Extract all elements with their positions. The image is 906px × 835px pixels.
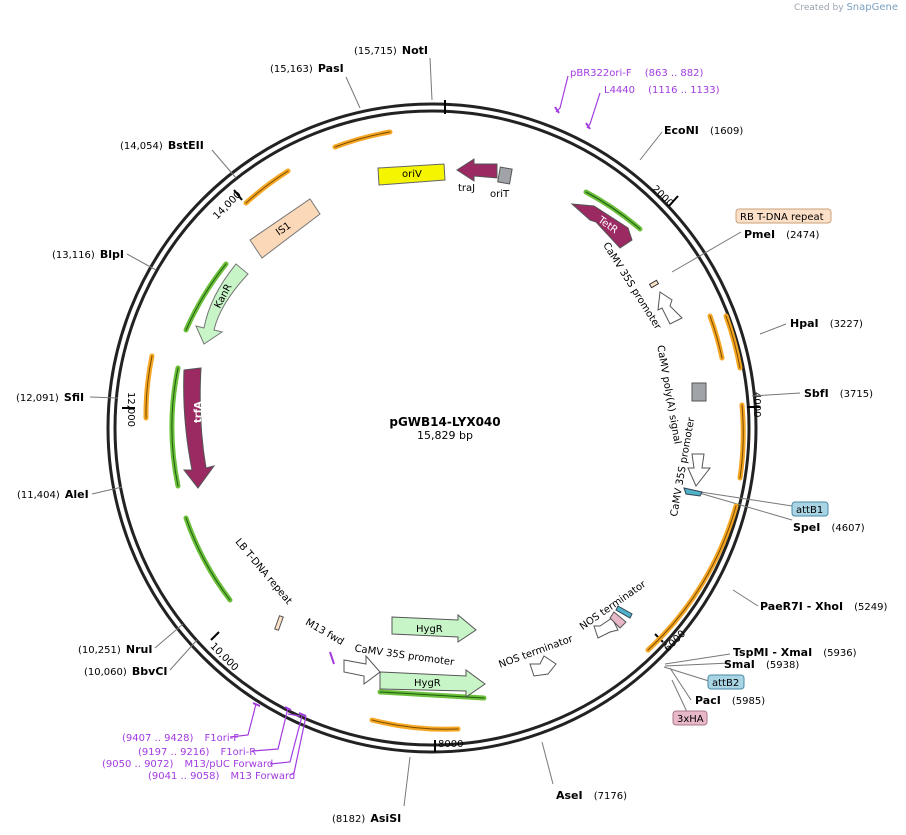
feature-oriV: oriV — [377, 163, 446, 186]
feature-HygR-2: HygR — [379, 669, 486, 698]
feature-IS1: IS1 — [249, 198, 321, 259]
plasmid-length: 15,829 bp — [417, 429, 473, 442]
site-SmaI: SmaI (5938) — [724, 653, 799, 672]
svg-text:HygR: HygR — [416, 624, 443, 635]
feature-camv-polyA: CaMV poly(A) signal — [654, 344, 707, 445]
svg-text:traJ: traJ — [458, 183, 475, 194]
svg-text:HygR: HygR — [414, 678, 441, 689]
site-SfiI: (12,091) SfiI — [16, 386, 84, 405]
site-TspMI-XmaI: TspMI - XmaI (5936) — [733, 641, 857, 660]
snapgene-credit: Created by SnapGene — [794, 2, 898, 13]
tick-10000 — [210, 631, 220, 641]
primer-marks — [252, 106, 591, 717]
site-EcoNI: EcoNI (1609) — [664, 119, 743, 138]
feature-TetR: TetR — [570, 203, 633, 249]
feature-nos-terminator-2: NOS terminator — [497, 633, 575, 677]
primer-M13-Forward: (9041 .. 9058) M13 Forward — [148, 764, 295, 783]
tick-2000 — [668, 195, 679, 207]
feature-KanR: KanR — [195, 263, 249, 345]
svg-text:oriT: oriT — [490, 189, 510, 200]
label-box-3xHA: 3xHA — [672, 710, 708, 726]
primer-M13pUC-Forward: (9050 .. 9072) M13/pUC Forward — [102, 752, 273, 771]
primer-F1ori-R: (9197 .. 9216) F1ori-R — [138, 740, 256, 759]
plasmid-name: pGWB14-LYX040 — [389, 415, 500, 429]
site-NotI: (15,715) NotI — [354, 39, 428, 58]
tick-14000 — [233, 189, 243, 201]
site-HpaI: HpaI (3227) — [790, 312, 863, 331]
svg-text:LB T-DNA repeat: LB T-DNA repeat — [233, 537, 294, 607]
site-SbfI: SbfI (3715) — [804, 382, 873, 401]
feature-oriT: oriT — [490, 166, 513, 200]
site-PaeR7I-XhoI: PaeR7I - XhoI (5249) — [760, 595, 888, 614]
site-PacI: PacI (5985) — [695, 689, 765, 708]
svg-text:trfA: trfA — [193, 401, 204, 423]
feature-HygR-1: HygR — [391, 613, 477, 643]
tick-label-12000: 12,000 — [125, 392, 136, 427]
site-AsiSI: (8182) AsiSI — [332, 807, 401, 826]
svg-text:CaMV poly(A) signal: CaMV poly(A) signal — [654, 344, 682, 445]
feature-trfA: trfA — [182, 367, 216, 489]
site-SpeI: SpeI (4607) — [793, 516, 865, 535]
backbone-inner-ring — [113, 109, 751, 747]
svg-text:attB1: attB1 — [796, 505, 823, 516]
feature-LB-T-DNA-repeat: LB T-DNA repeat — [233, 537, 294, 631]
primer-F1ori-F: (9407 .. 9428) F1ori-F — [122, 726, 239, 745]
orf-green-arcs — [169, 189, 643, 701]
backbone-outer-ring — [106, 102, 758, 754]
primer-L4440: L4440 (1116 .. 1133) — [604, 78, 720, 97]
tick-label-8000: 8000 — [438, 739, 463, 750]
site-PasI: (15,163) PasI — [270, 57, 344, 76]
label-box-attB2: attB2 — [707, 674, 745, 690]
site-PmeI: PmeI (2474) — [744, 223, 820, 242]
site-AleI: (11,404) AleI — [17, 483, 89, 502]
feature-M13-fwd-label: M13 fwd — [303, 617, 345, 648]
svg-text:3xHA: 3xHA — [677, 714, 704, 725]
feature-RB-T-DNA-repeat — [648, 279, 660, 289]
site-BbvCI: (10,060) BbvCI — [84, 660, 168, 679]
label-box-RB-T-DNA-repeat: RB T-DNA repeat — [735, 208, 832, 224]
tick-label-4000: 4000 — [751, 392, 762, 417]
primer-pBR322ori-F: pBR322ori-F (863 .. 882) — [570, 61, 704, 80]
feature-nos-terminator-1: NOS terminator — [578, 578, 649, 639]
snapgene-logo: SnapGene — [846, 2, 898, 13]
feature-camv35s-promoter-1: CaMV 35S promoter — [600, 241, 683, 332]
feature-attB2-mark — [615, 605, 633, 619]
feature-traJ: traJ — [456, 158, 498, 194]
feature-3xHA-mark — [609, 611, 627, 629]
site-AseI: AseI (7176) — [556, 784, 627, 803]
site-NruI: (10,251) NruI — [78, 638, 152, 657]
feature-attB1-mark — [683, 487, 703, 497]
svg-text:RB T-DNA repeat: RB T-DNA repeat — [740, 212, 824, 223]
site-BlpI: (13,116) BlpI — [52, 243, 124, 262]
label-box-attB1: attB1 — [791, 501, 829, 517]
svg-text:attB2: attB2 — [712, 678, 739, 689]
orf-arcs — [143, 129, 746, 732]
tick-label-2000: 2000 — [649, 184, 675, 210]
site-BstEII: (14,054) BstEII — [120, 134, 204, 153]
svg-text:oriV: oriV — [402, 169, 422, 180]
